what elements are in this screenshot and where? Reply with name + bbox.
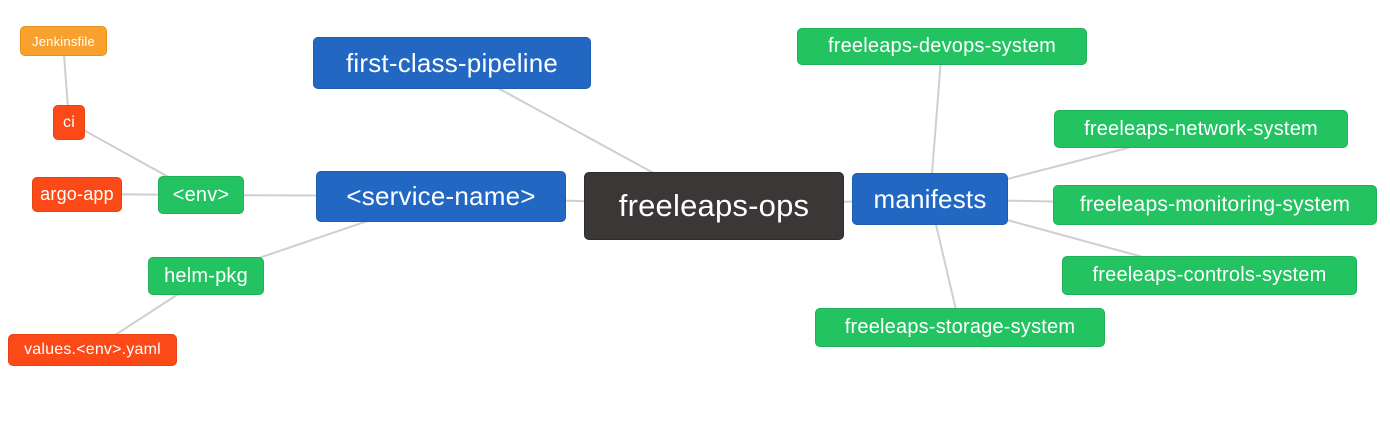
node-freeleaps-devops-system[interactable]: freeleaps-devops-system — [797, 28, 1087, 65]
node-freeleaps-monitoring-system[interactable]: freeleaps-monitoring-system — [1053, 185, 1377, 225]
node-ci[interactable]: ci — [53, 105, 85, 140]
node-freeleaps-network-system[interactable]: freeleaps-network-system — [1054, 110, 1348, 148]
node-freeleaps-storage-system[interactable]: freeleaps-storage-system — [815, 308, 1105, 347]
node-manifests[interactable]: manifests — [852, 173, 1008, 225]
node-service-name[interactable]: <service-name> — [316, 171, 566, 222]
node-freeleaps-controls-system[interactable]: freeleaps-controls-system — [1062, 256, 1357, 295]
node-env[interactable]: <env> — [158, 176, 244, 214]
node-jenkinsfile[interactable]: Jenkinsfile — [20, 26, 107, 56]
node-first-class-pipeline[interactable]: first-class-pipeline — [313, 37, 591, 89]
node-freeleaps-ops[interactable]: freeleaps-ops — [584, 172, 844, 240]
node-helm-pkg[interactable]: helm-pkg — [148, 257, 264, 295]
node-argo-app[interactable]: argo-app — [32, 177, 122, 212]
node-values-env-yaml[interactable]: values.<env>.yaml — [8, 334, 177, 366]
